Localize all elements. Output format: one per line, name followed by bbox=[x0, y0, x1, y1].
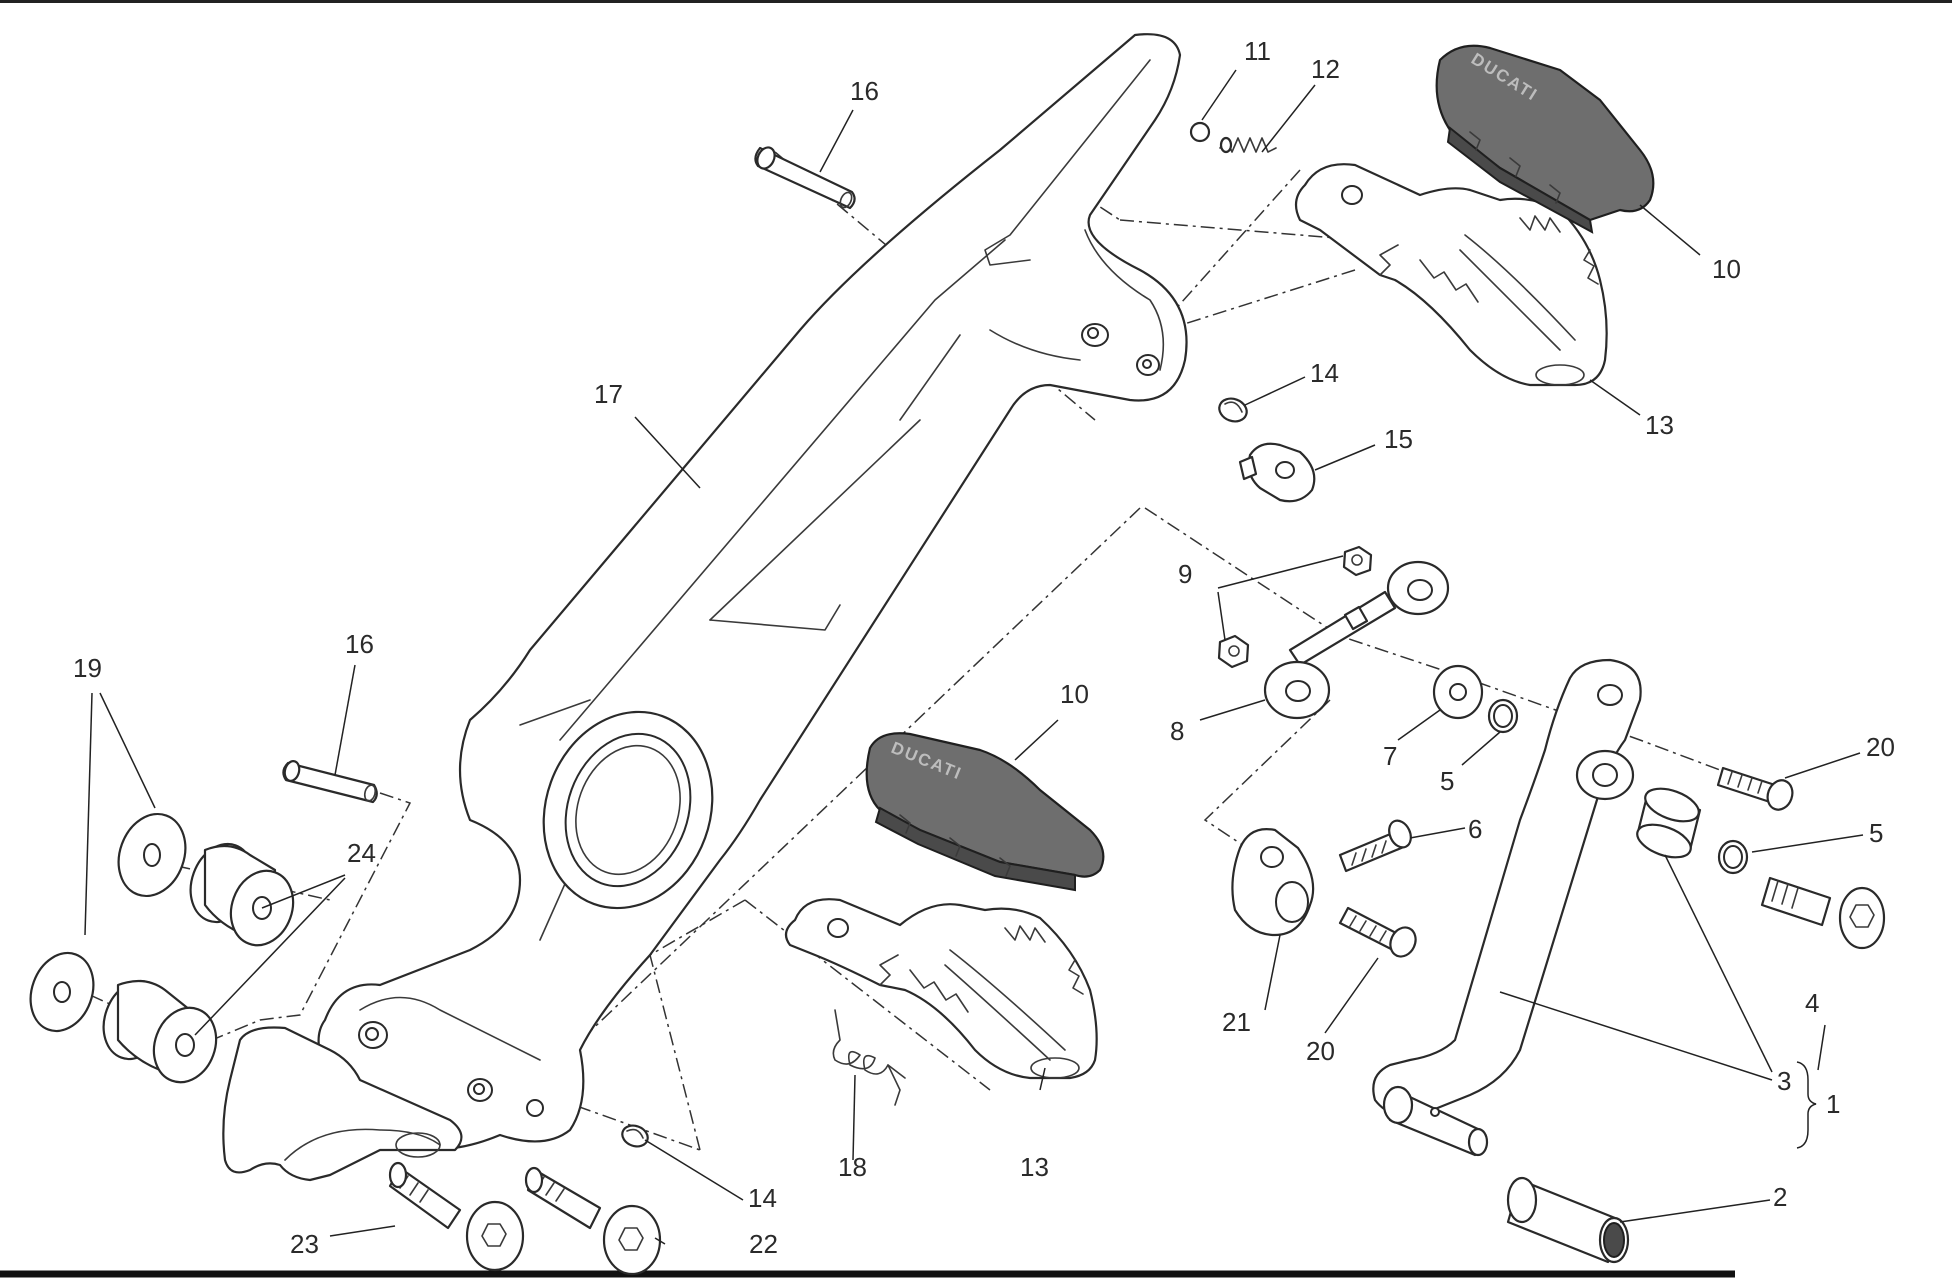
label-3: 3 bbox=[1777, 1066, 1791, 1096]
spring-12 bbox=[1219, 136, 1277, 154]
label-5-lower: 5 bbox=[1869, 818, 1883, 848]
rubber-pad-10-lower: DUCATI bbox=[865, 732, 1105, 892]
mount-24-lower bbox=[102, 979, 218, 1084]
label-13-lower: 13 bbox=[1020, 1152, 1049, 1182]
label-18: 18 bbox=[838, 1152, 867, 1182]
label-1: 1 bbox=[1826, 1089, 1840, 1119]
footpeg-13-lower bbox=[784, 898, 1098, 1080]
label-16-lower: 16 bbox=[345, 629, 374, 659]
linkage-rod-8 bbox=[1263, 560, 1450, 720]
label-15: 15 bbox=[1384, 424, 1413, 454]
fitting-15 bbox=[1238, 442, 1316, 503]
label-16-upper: 16 bbox=[850, 76, 879, 106]
label-6: 6 bbox=[1468, 814, 1482, 844]
bolt-20-right bbox=[1716, 766, 1794, 811]
washer-19-upper bbox=[117, 812, 187, 898]
lower-bracket bbox=[222, 1026, 463, 1182]
label-5-upper: 5 bbox=[1440, 766, 1454, 796]
ring-5-upper-inner bbox=[1493, 704, 1513, 728]
bushing-3 bbox=[1636, 787, 1702, 859]
ring-5-lower-inner bbox=[1723, 845, 1743, 869]
label-24: 24 bbox=[347, 838, 376, 868]
label-2: 2 bbox=[1773, 1182, 1787, 1212]
label-10-upper: 10 bbox=[1712, 254, 1741, 284]
label-11: 11 bbox=[1244, 36, 1271, 66]
footpeg-13-upper bbox=[1294, 163, 1608, 387]
bolt-6 bbox=[1338, 819, 1412, 873]
label-9: 9 bbox=[1178, 559, 1192, 589]
bolt-4 bbox=[1760, 876, 1886, 950]
washer-19-lower bbox=[29, 951, 95, 1033]
label-4: 4 bbox=[1805, 988, 1819, 1018]
clip-14-lower bbox=[621, 1124, 649, 1148]
label-20-right: 20 bbox=[1866, 732, 1895, 762]
label-19: 19 bbox=[73, 653, 102, 683]
callout-labels: 11 12 10 13 14 15 16 17 16 19 24 10 13 1… bbox=[73, 36, 1895, 1259]
label-17: 17 bbox=[594, 379, 623, 409]
nut-9-lower bbox=[1217, 634, 1250, 669]
label-10-lower: 10 bbox=[1060, 679, 1089, 709]
label-14-lower: 14 bbox=[748, 1183, 777, 1213]
bolt-22 bbox=[524, 1166, 662, 1276]
ball-11 bbox=[1189, 121, 1211, 143]
spring-18 bbox=[832, 1009, 906, 1106]
label-8: 8 bbox=[1170, 716, 1184, 746]
pin-16-lower bbox=[282, 760, 378, 804]
label-12: 12 bbox=[1311, 54, 1340, 84]
clamp-21 bbox=[1231, 828, 1315, 937]
bracket-17 bbox=[317, 33, 1188, 1150]
clip-14-upper bbox=[1218, 397, 1248, 423]
label-14-upper: 14 bbox=[1310, 358, 1339, 388]
pin-16-upper bbox=[754, 146, 856, 210]
label-23: 23 bbox=[290, 1229, 319, 1259]
washer-7 bbox=[1432, 664, 1484, 720]
mount-24-upper bbox=[189, 842, 295, 947]
lever-1 bbox=[1372, 658, 1642, 1157]
nut-9-upper bbox=[1342, 545, 1373, 577]
bolt-23 bbox=[388, 1161, 525, 1272]
sleeve-2 bbox=[1506, 1176, 1630, 1264]
label-22: 22 bbox=[749, 1229, 778, 1259]
label-20-center: 20 bbox=[1306, 1036, 1335, 1066]
label-7: 7 bbox=[1383, 741, 1397, 771]
label-13-upper: 13 bbox=[1645, 410, 1674, 440]
leader-lines bbox=[84, 69, 1864, 1245]
bolt-20-center bbox=[1338, 906, 1417, 958]
label-21: 21 bbox=[1222, 1007, 1251, 1037]
